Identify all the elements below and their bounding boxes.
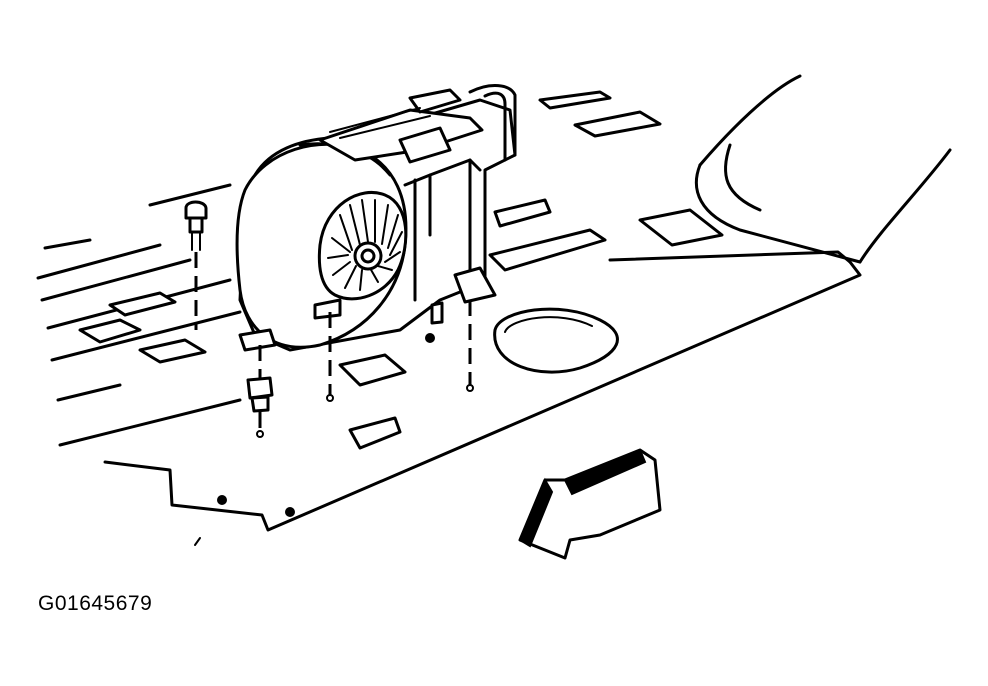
floor-panel — [36, 74, 952, 546]
blower-motor-assembly — [235, 84, 517, 352]
mounting-bolt — [184, 200, 208, 330]
retaining-nut — [246, 345, 274, 438]
fan-wheel — [327, 199, 403, 291]
forward-direction-arrow — [518, 448, 662, 560]
stud — [430, 301, 444, 325]
figure-id-label: G01645679 — [38, 592, 153, 615]
